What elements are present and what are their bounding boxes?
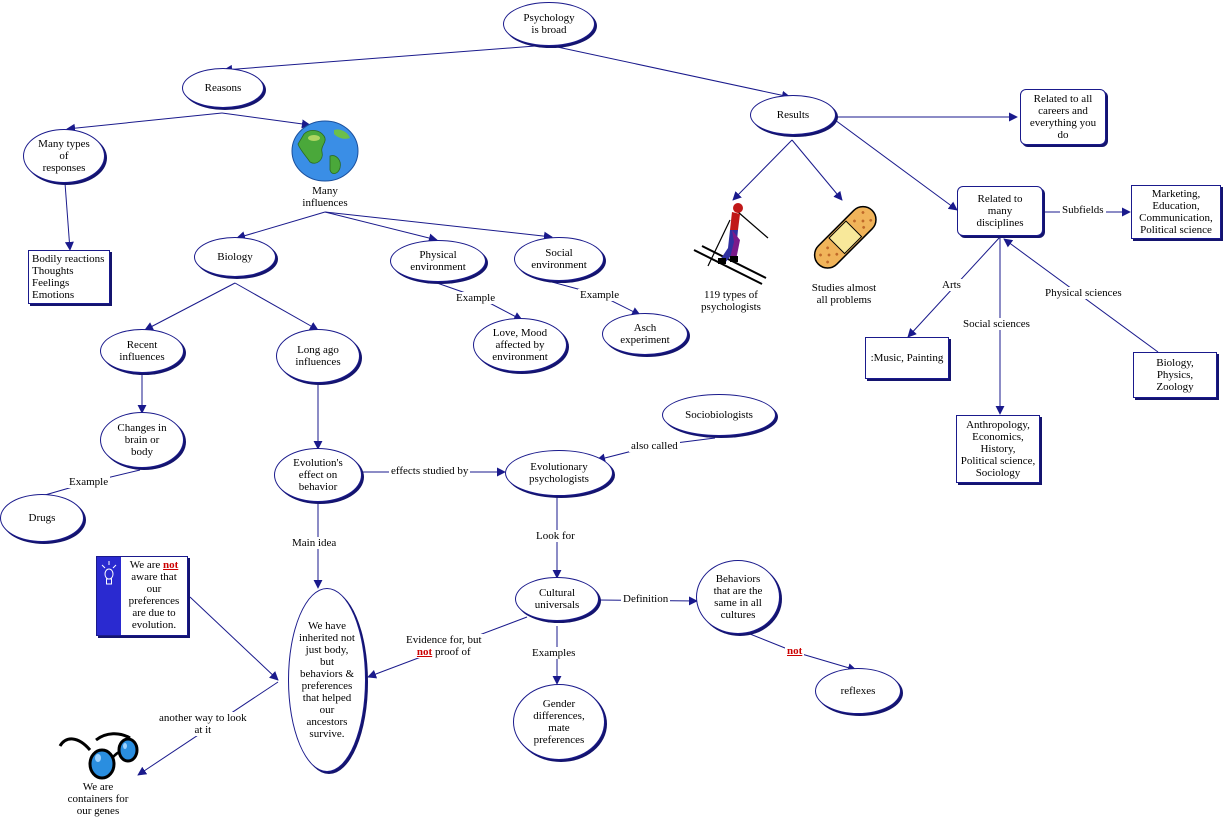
- edge: [236, 211, 326, 241]
- node-love-mood: Love, Mood affected by environment: [473, 318, 567, 372]
- note-text-not: not: [163, 559, 179, 571]
- edge: [732, 139, 793, 201]
- edge: [144, 282, 236, 331]
- node-marketing: Marketing, Education, Communication, Pol…: [1131, 185, 1221, 239]
- bandage-icon: [813, 205, 877, 269]
- label-main-idea: Main idea: [290, 537, 339, 549]
- label-look-for: Look for: [534, 530, 577, 542]
- node-related-to-careers: Related to all careers and everything yo…: [1020, 89, 1106, 145]
- node-social-environment: Social environment: [514, 237, 604, 281]
- label-example-drugs: Example: [67, 476, 111, 488]
- node-gender-differences: Gender differences, mate preferences: [513, 684, 605, 760]
- node-psychology-is-broad: Psychology is broad: [503, 2, 595, 46]
- label-not-reflexes: not: [785, 645, 805, 657]
- node-recent-influences: Recent influences: [100, 329, 184, 373]
- node-119-types: 119 types of psychologists: [701, 289, 761, 313]
- label-evidence-not: not: [416, 646, 433, 658]
- node-biology-physics-zoology: Biology, Physics, Zoology: [1133, 352, 1217, 398]
- node-evolutionary-psychologists: Evolutionary psychologists: [505, 450, 613, 496]
- edge: [834, 119, 958, 211]
- label-evidence-pre: Evidence for, but: [406, 634, 482, 646]
- node-containers-for-genes: We are containers for our genes: [67, 781, 129, 817]
- node-changes-in-brain: Changes in brain or body: [100, 412, 184, 468]
- edge: [791, 139, 843, 201]
- node-asch-experiment: Asch experiment: [602, 313, 688, 355]
- node-reasons: Reasons: [182, 68, 264, 108]
- label-social-sciences: Social sciences: [961, 318, 1032, 330]
- label-example-physical: Example: [454, 292, 498, 304]
- node-physical-environment: Physical environment: [390, 240, 486, 282]
- label-arts: Arts: [940, 279, 963, 291]
- node-we-have-inherited: We have inherited not just body, but beh…: [288, 588, 366, 772]
- label-example-social: Example: [578, 289, 622, 301]
- edge: [189, 596, 279, 681]
- globe-icon: [291, 120, 359, 182]
- node-bodily-reactions: Bodily reactions Thoughts Feelings Emoti…: [28, 250, 110, 304]
- note-not-aware: We are not aware that our preferences ar…: [96, 556, 188, 636]
- note-text-post: aware that our preferences are due to ev…: [128, 571, 180, 631]
- label-physical-sciences: Physical sciences: [1043, 287, 1124, 299]
- node-many-types-of-responses: Many types of responses: [23, 129, 105, 183]
- node-biology: Biology: [194, 237, 276, 277]
- note-text-pre: We are: [129, 559, 164, 571]
- edge: [66, 112, 223, 133]
- skier-icon: [693, 203, 769, 285]
- edge: [324, 211, 438, 243]
- node-reflexes: reflexes: [815, 668, 901, 714]
- node-studies-almost: Studies almost all problems: [811, 282, 877, 306]
- node-results: Results: [750, 95, 836, 135]
- edge: [547, 44, 791, 100]
- edge: [324, 211, 553, 241]
- label-effects-studied-by: effects studied by: [389, 465, 471, 477]
- node-long-ago-influences: Long ago influences: [276, 329, 360, 383]
- edge: [64, 182, 74, 251]
- edge: [223, 44, 549, 74]
- lightbulb-icon: [97, 557, 121, 635]
- eyeglasses-icon: [58, 732, 139, 780]
- node-anthropology: Anthropology, Economics, History, Politi…: [956, 415, 1040, 483]
- label-evidence-post: proof of: [434, 646, 471, 658]
- node-behaviors-same: Behaviors that are the same in all cultu…: [696, 560, 780, 634]
- edge: [221, 112, 311, 129]
- node-evolutions-effect: Evolution's effect on behavior: [274, 448, 362, 502]
- edge: [234, 282, 319, 331]
- label-definition: Definition: [621, 593, 671, 605]
- label-examples: Examples: [530, 647, 578, 659]
- node-music-painting: :Music, Painting: [865, 337, 949, 379]
- node-many-influences: Many influences: [302, 185, 348, 209]
- label-another-way: another way to look at it: [157, 712, 249, 736]
- note-text: We are not aware that our preferences ar…: [122, 559, 186, 631]
- label-also-called: also called: [629, 440, 680, 452]
- node-related-to-disciplines: Related to many disciplines: [957, 186, 1043, 236]
- label-subfields: Subfields: [1060, 204, 1106, 216]
- node-sociobiologists: Sociobiologists: [662, 394, 776, 436]
- node-drugs: Drugs: [0, 494, 84, 542]
- node-cultural-universals: Cultural universals: [515, 577, 599, 621]
